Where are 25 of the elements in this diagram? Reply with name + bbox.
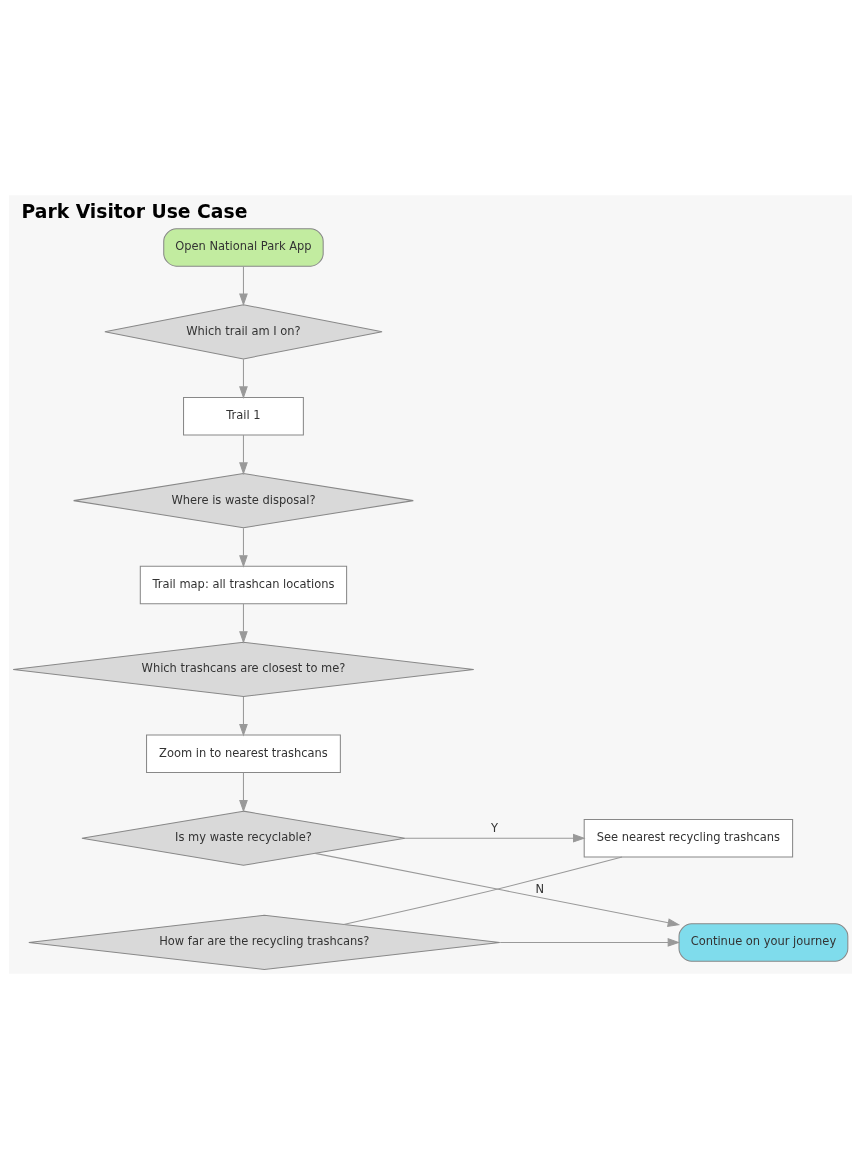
node-diamond: Where is waste disposal?	[72, 473, 414, 529]
arrow	[499, 938, 680, 947]
arrow	[238, 603, 248, 644]
arrow	[238, 772, 248, 813]
node-diamond: Which trashcans are closest to me?	[12, 641, 474, 698]
arrow	[404, 833, 586, 843]
arrow	[238, 527, 248, 568]
node-box: Trail 1	[182, 396, 304, 436]
edge-label: Y	[490, 820, 498, 835]
arrow	[238, 265, 248, 307]
node-box: See nearest recycling trashcans	[583, 818, 793, 858]
edge-label: N	[535, 882, 544, 897]
arrow	[238, 696, 248, 737]
arrow	[238, 434, 248, 475]
node-diamond: How far are the recycling trashcans?	[27, 914, 500, 971]
node-diamond: Is my waste recyclable?	[80, 810, 405, 866]
node-box: Zoom in to nearest trashcans	[145, 734, 341, 774]
arrow	[238, 358, 248, 399]
node-box: Continue on your journey	[678, 923, 848, 962]
node-diamond: Which trail am I on?	[103, 304, 383, 360]
node-box: Open National Park App	[162, 228, 324, 267]
connector	[342, 856, 623, 925]
diagram-title: Park Visitor Use Case	[21, 200, 247, 222]
node-box: Trail map: all trashcan locations	[139, 565, 347, 605]
arrow	[314, 852, 680, 927]
